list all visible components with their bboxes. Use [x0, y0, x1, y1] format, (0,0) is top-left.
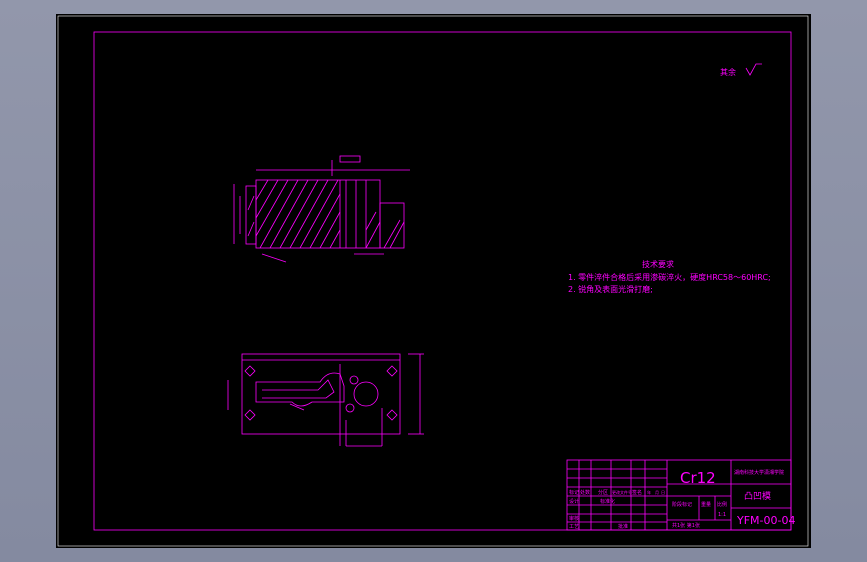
plan-view [227, 353, 424, 447]
drawing-frame [93, 31, 792, 531]
sheet-border [57, 15, 809, 547]
roughness-symbol [745, 63, 762, 76]
col-day: 日 [661, 490, 665, 495]
scale-label: 比例 [717, 501, 727, 508]
school-name: 湖南科技大学潇湘学院 [734, 469, 784, 476]
material: Cr12 [680, 469, 716, 487]
roughness-note: 其余 [720, 63, 762, 77]
section-view [233, 155, 410, 263]
col-year: 年 [647, 489, 651, 495]
row-process: 工艺 [569, 524, 579, 530]
drawing-sheet [56, 14, 811, 548]
title-block: 标记 设计 审核 工艺 处数 分区 更改文件号 签名 年 月 日 标准化 批准 … [566, 459, 795, 531]
part-name: 凸凹模 [744, 491, 771, 502]
col-count: 处数 [580, 489, 590, 496]
weight-label: 重量 [701, 501, 711, 508]
col-month: 月 [655, 490, 659, 495]
row-mark: 标记 [569, 489, 579, 496]
tech-requirements: 技术要求 1. 零件淬件合格后采用渗碳淬火，硬度HRC58～60HRC; 2. … [568, 259, 771, 294]
tech-title: 技术要求 [642, 259, 674, 269]
std-label: 标准化 [600, 498, 615, 505]
col-sign: 签名 [632, 489, 642, 496]
mark-label: 阶段标记 [672, 501, 692, 508]
approve-label: 批准 [618, 523, 628, 530]
row-check: 审核 [569, 515, 579, 522]
hatch-pattern [247, 179, 405, 249]
row-design: 设计 [569, 498, 579, 505]
tech-line-1: 1. 零件淬件合格后采用渗碳淬火，硬度HRC58～60HRC; [568, 272, 771, 282]
sheet-info: 共1张 第1张 [672, 522, 700, 529]
tech-line-2: 2. 锐角及表面光滑打磨; [568, 284, 653, 294]
col-zone: 分区 [598, 489, 608, 496]
roughness-text: 其余 [720, 67, 736, 77]
scale-value: 1:1 [718, 512, 726, 518]
col-doc: 更改文件号 [612, 489, 632, 495]
drawing-number: YFM-00-04 [736, 514, 795, 527]
